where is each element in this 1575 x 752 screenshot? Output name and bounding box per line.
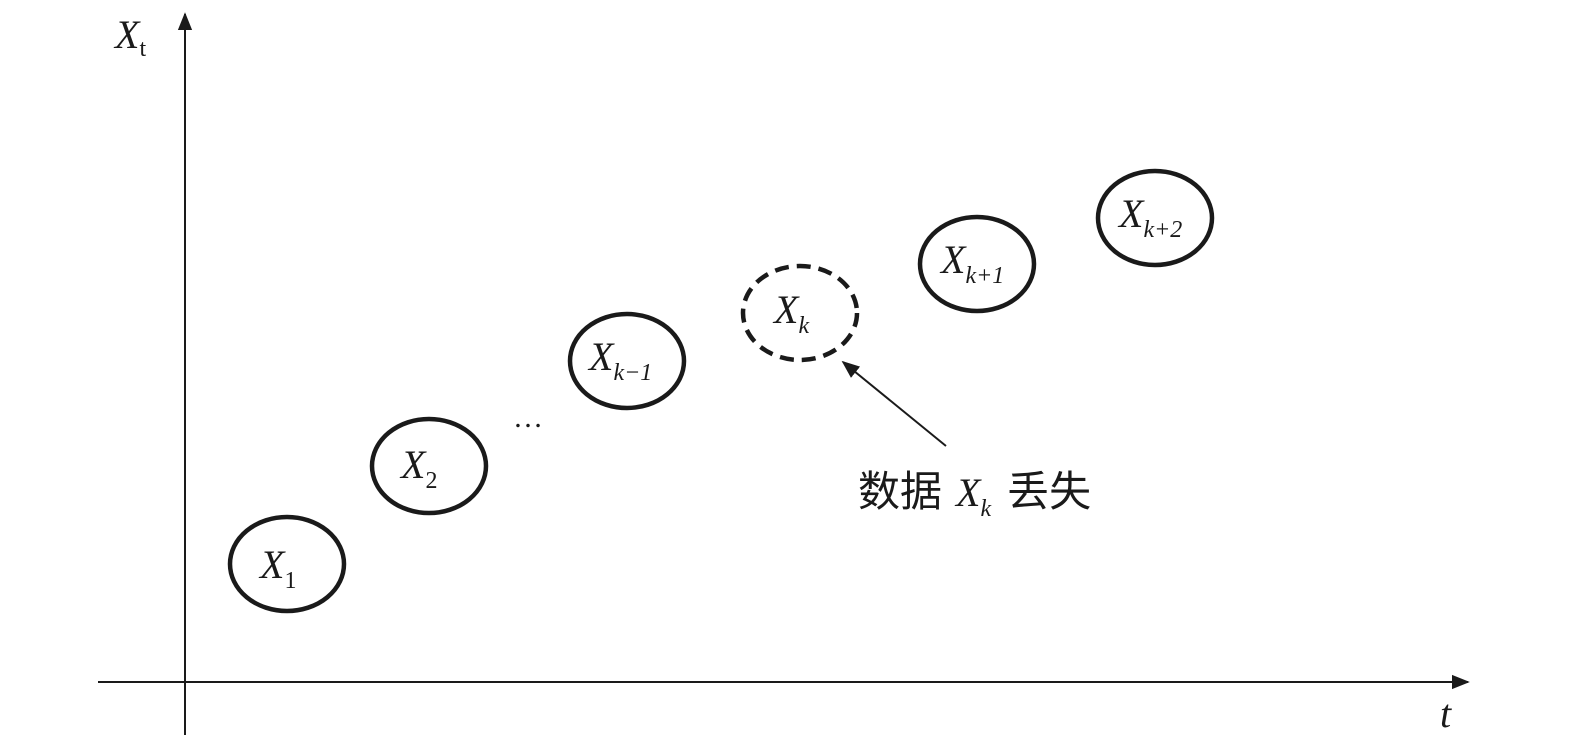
node-xk-label: Xk — [772, 287, 809, 339]
node-xk-minus-1-label: Xk−1 — [587, 334, 652, 386]
node-xk-minus-1: Xk−1 — [567, 311, 687, 411]
x-axis-label: t — [1440, 691, 1452, 736]
node-xk-plus-2: Xk+2 — [1095, 168, 1215, 268]
y-axis-label: Xt — [113, 12, 146, 62]
node-xk-plus-1: Xk+1 — [917, 214, 1037, 314]
node-xk-plus-2-label: Xk+2 — [1117, 191, 1182, 243]
node-x2: X2 — [369, 416, 489, 516]
node-x2-label: X2 — [399, 442, 437, 494]
ellipsis-dots: … — [513, 401, 543, 434]
node-x1-label: X1 — [258, 542, 296, 594]
node-xk-plus-1-label: Xk+1 — [939, 237, 1004, 289]
annotation-arrow — [841, 360, 947, 447]
node-x1: X1 — [227, 514, 347, 614]
node-xk-missing: Xk — [740, 263, 860, 363]
